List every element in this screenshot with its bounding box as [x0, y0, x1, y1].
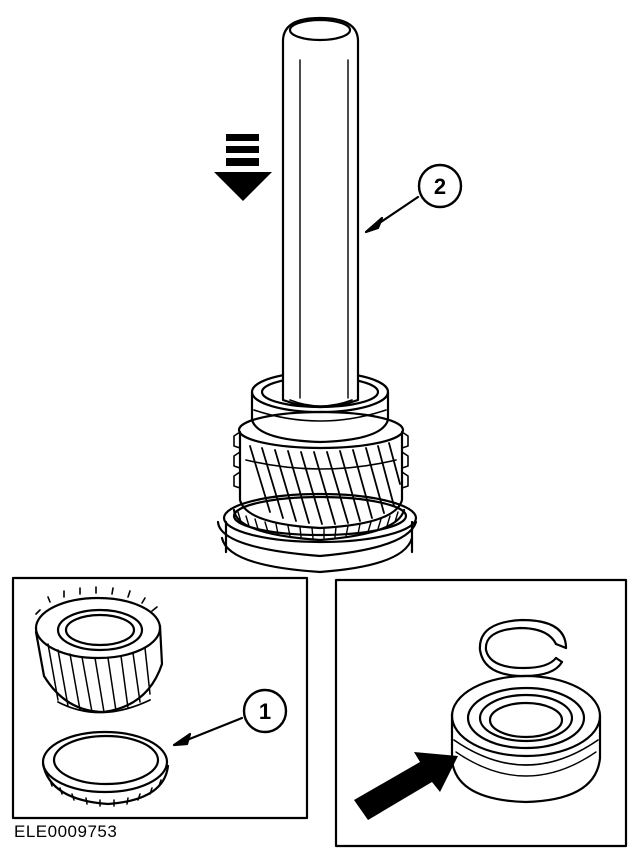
synchronizer-ring	[41, 730, 170, 807]
driver-tool	[281, 16, 360, 409]
panel-bearing-snap-ring	[334, 578, 628, 848]
figure-id-code: ELE0009753	[14, 822, 118, 841]
callout-1-number: 1	[259, 699, 271, 724]
callout-1	[242, 688, 288, 734]
callout-2-number: 2	[434, 174, 446, 199]
callout-2-leader	[364, 195, 420, 234]
panel-gear-ring	[11, 576, 309, 820]
push-down-arrow	[214, 134, 272, 201]
small-gear	[34, 586, 164, 714]
push-arrow	[354, 752, 458, 820]
snap-ring	[478, 618, 568, 678]
gear-assembly	[216, 370, 418, 574]
callout-1-leader	[172, 716, 244, 747]
callout-2	[417, 163, 463, 209]
ball-bearing	[450, 674, 602, 804]
